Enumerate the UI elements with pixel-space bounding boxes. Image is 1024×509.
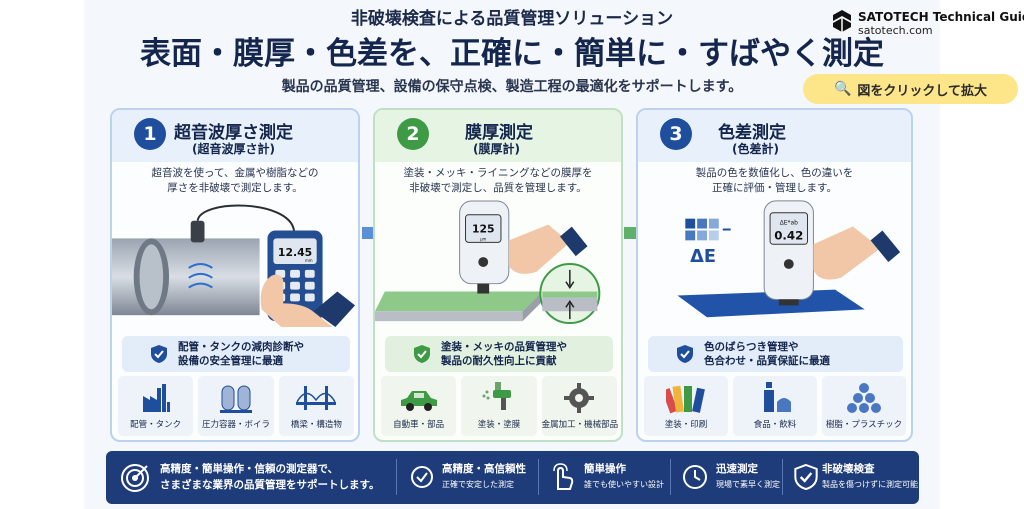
card-title: 色差測定 [718,123,786,143]
feature-fast: 迅速測定 現場で素早く測定 [716,463,780,489]
shield-check-icon [677,345,693,363]
gauge-display-unit: μm [480,236,486,241]
card-subtitle: (超音波厚さ計) [192,142,275,156]
car-icon [400,391,437,411]
card-description: 塗装・メッキ・ライニングなどの膜厚を 非破壊で測定し、品質を管理します。 [403,167,593,194]
footer-lead: 高精度・簡単操作・信頼の測定器で、 さまざまな業界の品質管理をサポートします。 [160,463,380,491]
satotech-logo-icon [833,10,851,32]
gauge-display-unit: mm [305,258,313,263]
feature-precision: 高精度・高信頼性 正確で安定した測定 [442,463,526,489]
industry-list: 自動車・部品 塗装・塗膜 金属加工・機械部品 [381,376,618,436]
industry-item: 配管・タンク [118,376,194,436]
zoom-button[interactable]: 🔍 図をクリックして拡大 [803,74,1018,104]
zoom-button-label: 図をクリックして拡大 [857,83,988,99]
card-benefit: 塗装・メッキの品質管理や 製品の耐久性向上に貢献 [385,336,613,372]
card-coating-thickness: 2 膜厚測定 (膜厚計) 塗装・メッキ・ライニングなどの膜厚を 非破壊で測定し、… [373,108,623,442]
card-subtitle: (膜厚計) [473,142,520,156]
shield-check-icon [794,463,818,491]
shield-check-icon [151,345,167,363]
colorimeter-display-value: 0.42 [774,228,803,242]
industry-item: 食品・飲料 [733,376,817,436]
card-subtitle: (色差計) [732,142,779,156]
delta-e-symbol: ΔE [690,247,716,267]
industry-list: 配管・タンク 圧力容器・ボイラ 橋梁・構造物 [118,376,354,436]
colorimeter-display-label: ΔE*ab [780,221,798,227]
gauge-display-value: 12.45 [278,246,312,259]
card-color-difference: 3 色差測定 (色差計) 製品の色を数値化し、色の違いを 正確に評価・管理します… [636,108,913,442]
shield-check-icon [414,345,430,363]
gear-icon [564,383,595,413]
divider [670,459,671,495]
ultrasonic-gauge-illustration: 12.45 mm [112,204,356,327]
card-description: 超音波を使って、金属や樹脂などの 厚さを非破壊で測定します。 [151,167,319,194]
industry-item: 橋梁・構造物 [278,376,354,436]
magnifier-icon: 🔍 [833,81,852,97]
colorimeter-illustration: ΔE ΔE*ab 0.42 [677,200,901,318]
industry-item: 圧力容器・ボイラ [198,376,274,436]
header-title: 表面・膜厚・色差を、正確に・簡単に・すばやく測定 [140,36,884,72]
header-title-small: 非破壊検査による品質管理ソリューション [350,9,674,29]
card-title: 膜厚測定 [465,123,533,143]
card-number: 1 [134,118,166,150]
factory-icon [142,384,170,412]
industry-item: 金属加工・機械部品 [541,376,618,436]
pellets-icon [847,383,881,413]
divider [396,459,397,495]
industry-item: 塗装・印刷 [644,376,728,436]
spray-gun-icon [482,382,511,410]
card-number: 3 [660,118,692,150]
divider [538,459,539,495]
feature-easy: 簡単操作 誰でも使いやすい設計 [584,463,664,489]
card-benefit: 配管・タンクの減肉診断や 設備の安全管理に最適 [122,336,350,372]
card-title: 超音波厚さ測定 [174,123,293,143]
gauge-display-value: 125 [472,223,495,236]
brand-url[interactable]: satotech.com [858,24,933,37]
clock-icon [683,465,707,489]
check-circle-icon [411,466,433,488]
footer-banner: 高精度・簡単操作・信頼の測定器で、 さまざまな業界の品質管理をサポートします。 … [106,451,919,504]
card-benefit: 色のばらつき管理や 色合わせ・品質保証に最適 [648,336,903,372]
industry-item: 塗装・塗膜 [461,376,537,436]
pressure-vessel-icon [219,385,252,413]
brand[interactable]: SATOTECH Technical Guide satotech.com [832,8,1024,38]
industry-list: 塗装・印刷 食品・飲料 樹脂・プラスチック [644,376,906,436]
color-swatch-icon [666,385,705,414]
card-number: 2 [397,118,429,150]
touch-icon [553,463,574,490]
card-ultrasonic-thickness: 1 超音波厚さ測定 (超音波厚さ計) 超音波を使って、金属や樹脂などの 厚さを非… [110,108,360,442]
target-icon [121,464,149,492]
bottle-food-icon [764,382,791,412]
bridge-icon [296,386,337,410]
industry-item: 自動車・部品 [381,376,457,436]
industry-item: 樹脂・プラスチック [822,376,906,436]
feature-nondestructive: 非破壊検査 製品を傷つけずに測定可能 [822,463,918,489]
coating-gauge-illustration: 125 μm [375,200,601,325]
divider [782,459,783,495]
header-subtitle: 製品の品質管理、設備の保守点検、製造工程の最適化をサポートします。 [281,79,743,95]
brand-name: SATOTECH Technical Guide [858,10,1024,24]
card-description: 製品の色を数値化し、色の違いを 正確に評価・管理します。 [695,167,854,194]
